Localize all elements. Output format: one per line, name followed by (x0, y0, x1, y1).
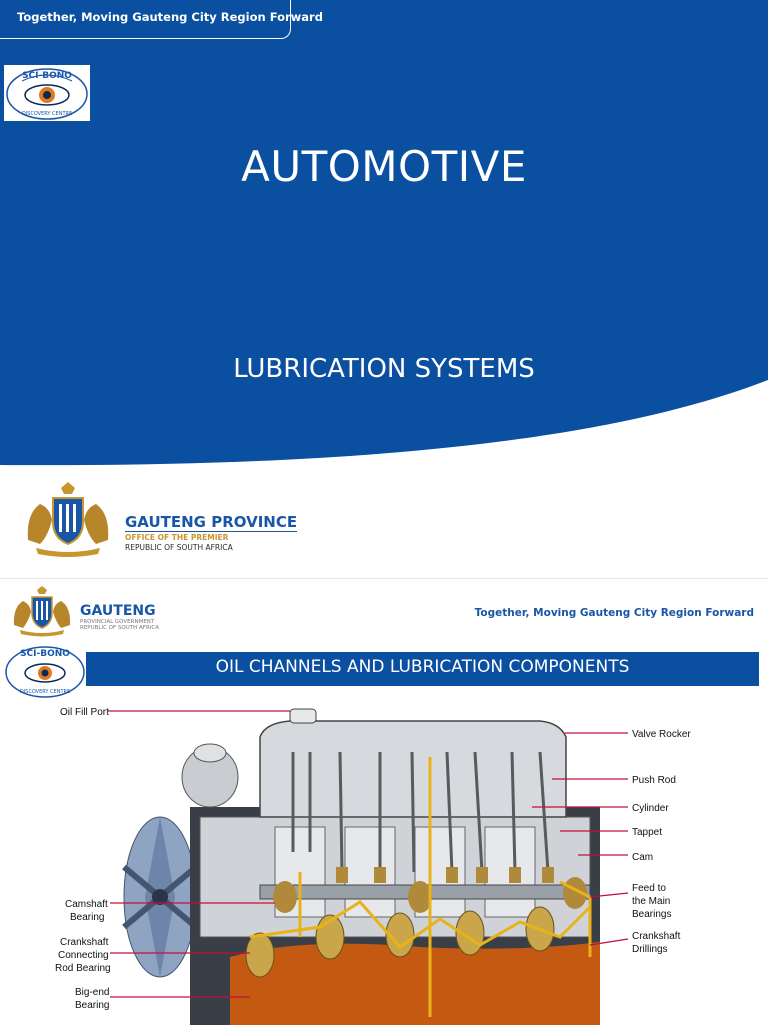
section-banner: OIL CHANNELS AND LUBRICATION COMPONENTS (86, 652, 759, 686)
label-cylinder: Cylinder (632, 803, 669, 814)
label-crankshaft-drillings: Crankshaft (632, 931, 681, 942)
coat-of-arms-icon (13, 586, 71, 637)
slide-title: AUTOMOTIVE (241, 142, 527, 191)
cooling-fan-icon (122, 816, 198, 978)
label-camshaft: Camshaft (65, 899, 108, 910)
office-of-premier: OFFICE OF THE PREMIER (125, 533, 229, 542)
tagline: Together, Moving Gauteng City Region For… (474, 607, 754, 619)
label-crankshaft-conn: Crankshaft (60, 937, 109, 948)
label-drillings: Drillings (632, 944, 668, 955)
eye-icon: SCI-BONO DISCOVERY CENTRE (6, 68, 88, 120)
gauteng-republic: REPUBLIC OF SOUTH AFRICA (80, 625, 159, 631)
label-push-rod: Push Rod (632, 775, 676, 786)
label-tappet: Tappet (632, 827, 662, 838)
coat-of-arms-icon (27, 482, 109, 557)
label-the-main: the Main (632, 896, 670, 907)
engine-lubrication-diagram: Oil Fill Port Valve Rocker Push Rod Cyli… (55, 707, 691, 1025)
gauteng-name: GAUTENG (80, 603, 156, 619)
label-cam: Cam (632, 852, 653, 863)
label-valve-rocker: Valve Rocker (632, 729, 691, 740)
camshaft (259, 877, 591, 913)
label-rod-bearing: Rod Bearing (55, 963, 111, 974)
crankshaft (230, 906, 600, 1025)
sci-bono-logo: SCI-BONO DISCOVERY CENTRE (4, 65, 90, 121)
gauteng-province-name: GAUTENG PROVINCE (125, 513, 298, 532)
gauteng-subtitle: PROVINCIAL GOVERNMENT (80, 619, 155, 625)
content-slide: GAUTENG PROVINCIAL GOVERNMENT REPUBLIC O… (0, 578, 768, 1025)
label-big-end-bearing: Bearing (75, 1000, 109, 1011)
sci-bono-logo: SCI-BONO DISCOVERY CENTRE (5, 646, 85, 698)
label-connecting: Connecting (58, 950, 109, 961)
label-big-end: Big-end (75, 987, 109, 998)
label-bearings: Bearings (632, 909, 671, 920)
svg-text:DISCOVERY CENTRE: DISCOVERY CENTRE (20, 689, 70, 695)
tagline-frame (0, 0, 291, 39)
blue-swoosh-background (0, 0, 768, 466)
label-feed-to: Feed to (632, 883, 666, 894)
svg-text:SCI-BONO: SCI-BONO (20, 649, 70, 659)
republic-label: REPUBLIC OF SOUTH AFRICA (125, 543, 233, 552)
tagline: Together, Moving Gauteng City Region For… (17, 10, 323, 24)
slide-subtitle: LUBRICATION SYSTEMS (233, 354, 535, 384)
label-oil-fill-port: Oil Fill Port (60, 707, 109, 718)
svg-text:SCI-BONO: SCI-BONO (22, 71, 72, 81)
svg-text:DISCOVERY CENTRE: DISCOVERY CENTRE (22, 111, 72, 117)
label-camshaft-bearing: Bearing (70, 912, 104, 923)
title-slide: Together, Moving Gauteng City Region For… (0, 0, 768, 557)
